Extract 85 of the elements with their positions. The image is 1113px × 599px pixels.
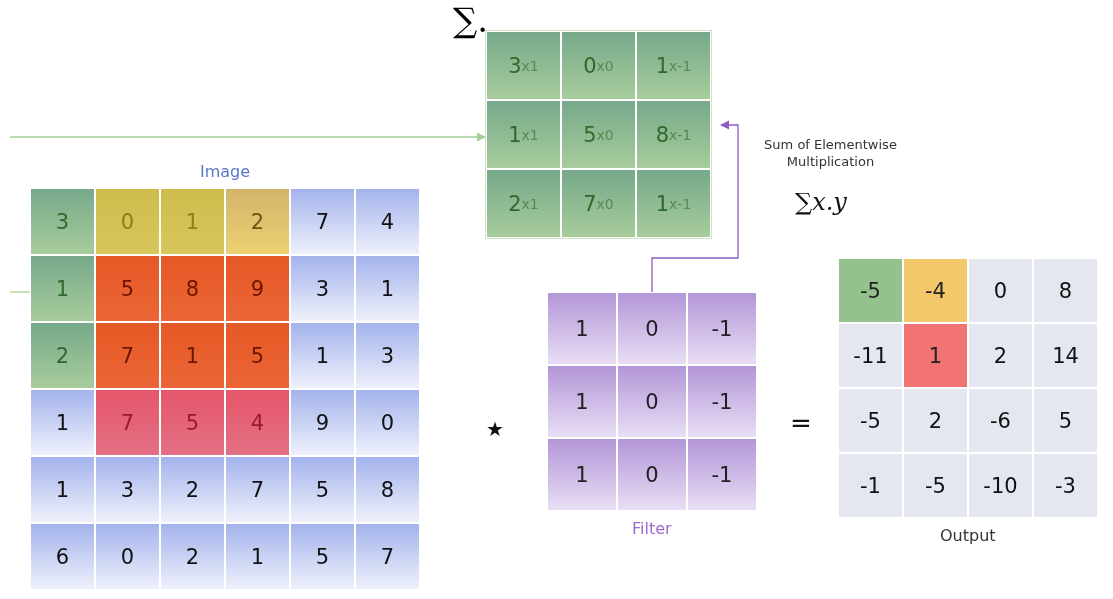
matrix-cell: 7: [96, 323, 159, 388]
matrix-cell: 0$^{x0}$: [562, 32, 635, 99]
matrix-cell: 1: [904, 324, 967, 387]
filter-matrix: [547, 292, 757, 511]
convolution-operator: ★: [486, 417, 504, 441]
matrix-cell: -1: [688, 366, 756, 437]
matrix-cell: 1: [161, 189, 224, 254]
matrix-cell: 1: [548, 439, 616, 510]
equals-sign: =: [790, 408, 812, 438]
matrix-cell: 1: [548, 366, 616, 437]
matrix-cell: 0: [618, 439, 686, 510]
matrix-cell: 8: [356, 457, 419, 522]
matrix-cell: 3: [291, 256, 354, 321]
image-matrix: [30, 188, 420, 590]
matrix-cell: 5: [291, 457, 354, 522]
matrix-cell: 0: [96, 189, 159, 254]
matrix-cell: 0: [618, 293, 686, 364]
matrix-title: Output: [940, 526, 996, 545]
matrix-cell: 2: [226, 189, 289, 254]
matrix-cell: 7: [291, 189, 354, 254]
arrow: [9, 132, 486, 142]
matrix-cell: -3: [1034, 454, 1097, 517]
matrix-cell: 7: [226, 457, 289, 522]
matrix-cell: 7: [96, 390, 159, 455]
matrix-cell: -10: [969, 454, 1032, 517]
matrix-cell: 2: [161, 524, 224, 589]
product-matrix: [485, 30, 712, 239]
matrix-cell: 4: [226, 390, 289, 455]
matrix-cell: 7: [356, 524, 419, 589]
matrix-cell: 8$^{x-1}$: [637, 101, 710, 168]
matrix-cell: 1: [548, 293, 616, 364]
matrix-cell: 5: [226, 323, 289, 388]
matrix-cell: 5: [1034, 389, 1097, 452]
matrix-cell: -5: [839, 259, 902, 322]
connector-line: [9, 291, 31, 293]
matrix-cell: 6: [31, 524, 94, 589]
formula: ∑x.y: [795, 188, 847, 216]
matrix-cell: -1: [688, 293, 756, 364]
sum-symbol: ∑.: [453, 0, 489, 40]
matrix-cell: 4: [356, 189, 419, 254]
matrix-title: Image: [200, 162, 251, 181]
matrix-cell: 14: [1034, 324, 1097, 387]
matrix-cell: 1: [226, 524, 289, 589]
matrix-cell: 8: [1034, 259, 1097, 322]
matrix-cell: 1: [356, 256, 419, 321]
matrix-cell: 1: [291, 323, 354, 388]
matrix-cell: 1$^{x1}$: [487, 101, 560, 168]
matrix-cell: 5: [96, 256, 159, 321]
matrix-cell: 2: [161, 457, 224, 522]
matrix-title: Filter: [632, 519, 672, 538]
matrix-cell: 1: [161, 323, 224, 388]
matrix-cell: 2: [904, 389, 967, 452]
matrix-cell: 2$^{x1}$: [487, 170, 560, 237]
matrix-cell: 8: [161, 256, 224, 321]
matrix-cell: 3$^{x1}$: [487, 32, 560, 99]
matrix-cell: 1: [31, 390, 94, 455]
matrix-cell: 5: [291, 524, 354, 589]
matrix-cell: -1: [688, 439, 756, 510]
matrix-cell: 1: [31, 256, 94, 321]
matrix-cell: 3: [31, 189, 94, 254]
matrix-cell: 1: [31, 457, 94, 522]
matrix-cell: 5: [161, 390, 224, 455]
matrix-cell: 5$^{x0}$: [562, 101, 635, 168]
matrix-cell: -5: [904, 454, 967, 517]
matrix-cell: 0: [356, 390, 419, 455]
output-matrix: [838, 258, 1098, 518]
matrix-cell: 1$^{x-1}$: [637, 170, 710, 237]
arrow: [651, 120, 739, 293]
matrix-cell: 1$^{x-1}$: [637, 32, 710, 99]
matrix-cell: 2: [969, 324, 1032, 387]
matrix-cell: 9: [226, 256, 289, 321]
matrix-cell: -6: [969, 389, 1032, 452]
matrix-cell: -4: [904, 259, 967, 322]
matrix-cell: 3: [356, 323, 419, 388]
matrix-cell: 0: [96, 524, 159, 589]
matrix-cell: 0: [969, 259, 1032, 322]
annotation-text: Sum of Elementwise Multiplication: [763, 136, 898, 170]
matrix-cell: 0: [618, 366, 686, 437]
matrix-cell: 2: [31, 323, 94, 388]
matrix-cell: 7$^{x0}$: [562, 170, 635, 237]
matrix-cell: -1: [839, 454, 902, 517]
matrix-cell: 9: [291, 390, 354, 455]
matrix-cell: -11: [839, 324, 902, 387]
matrix-cell: 3: [96, 457, 159, 522]
matrix-cell: -5: [839, 389, 902, 452]
